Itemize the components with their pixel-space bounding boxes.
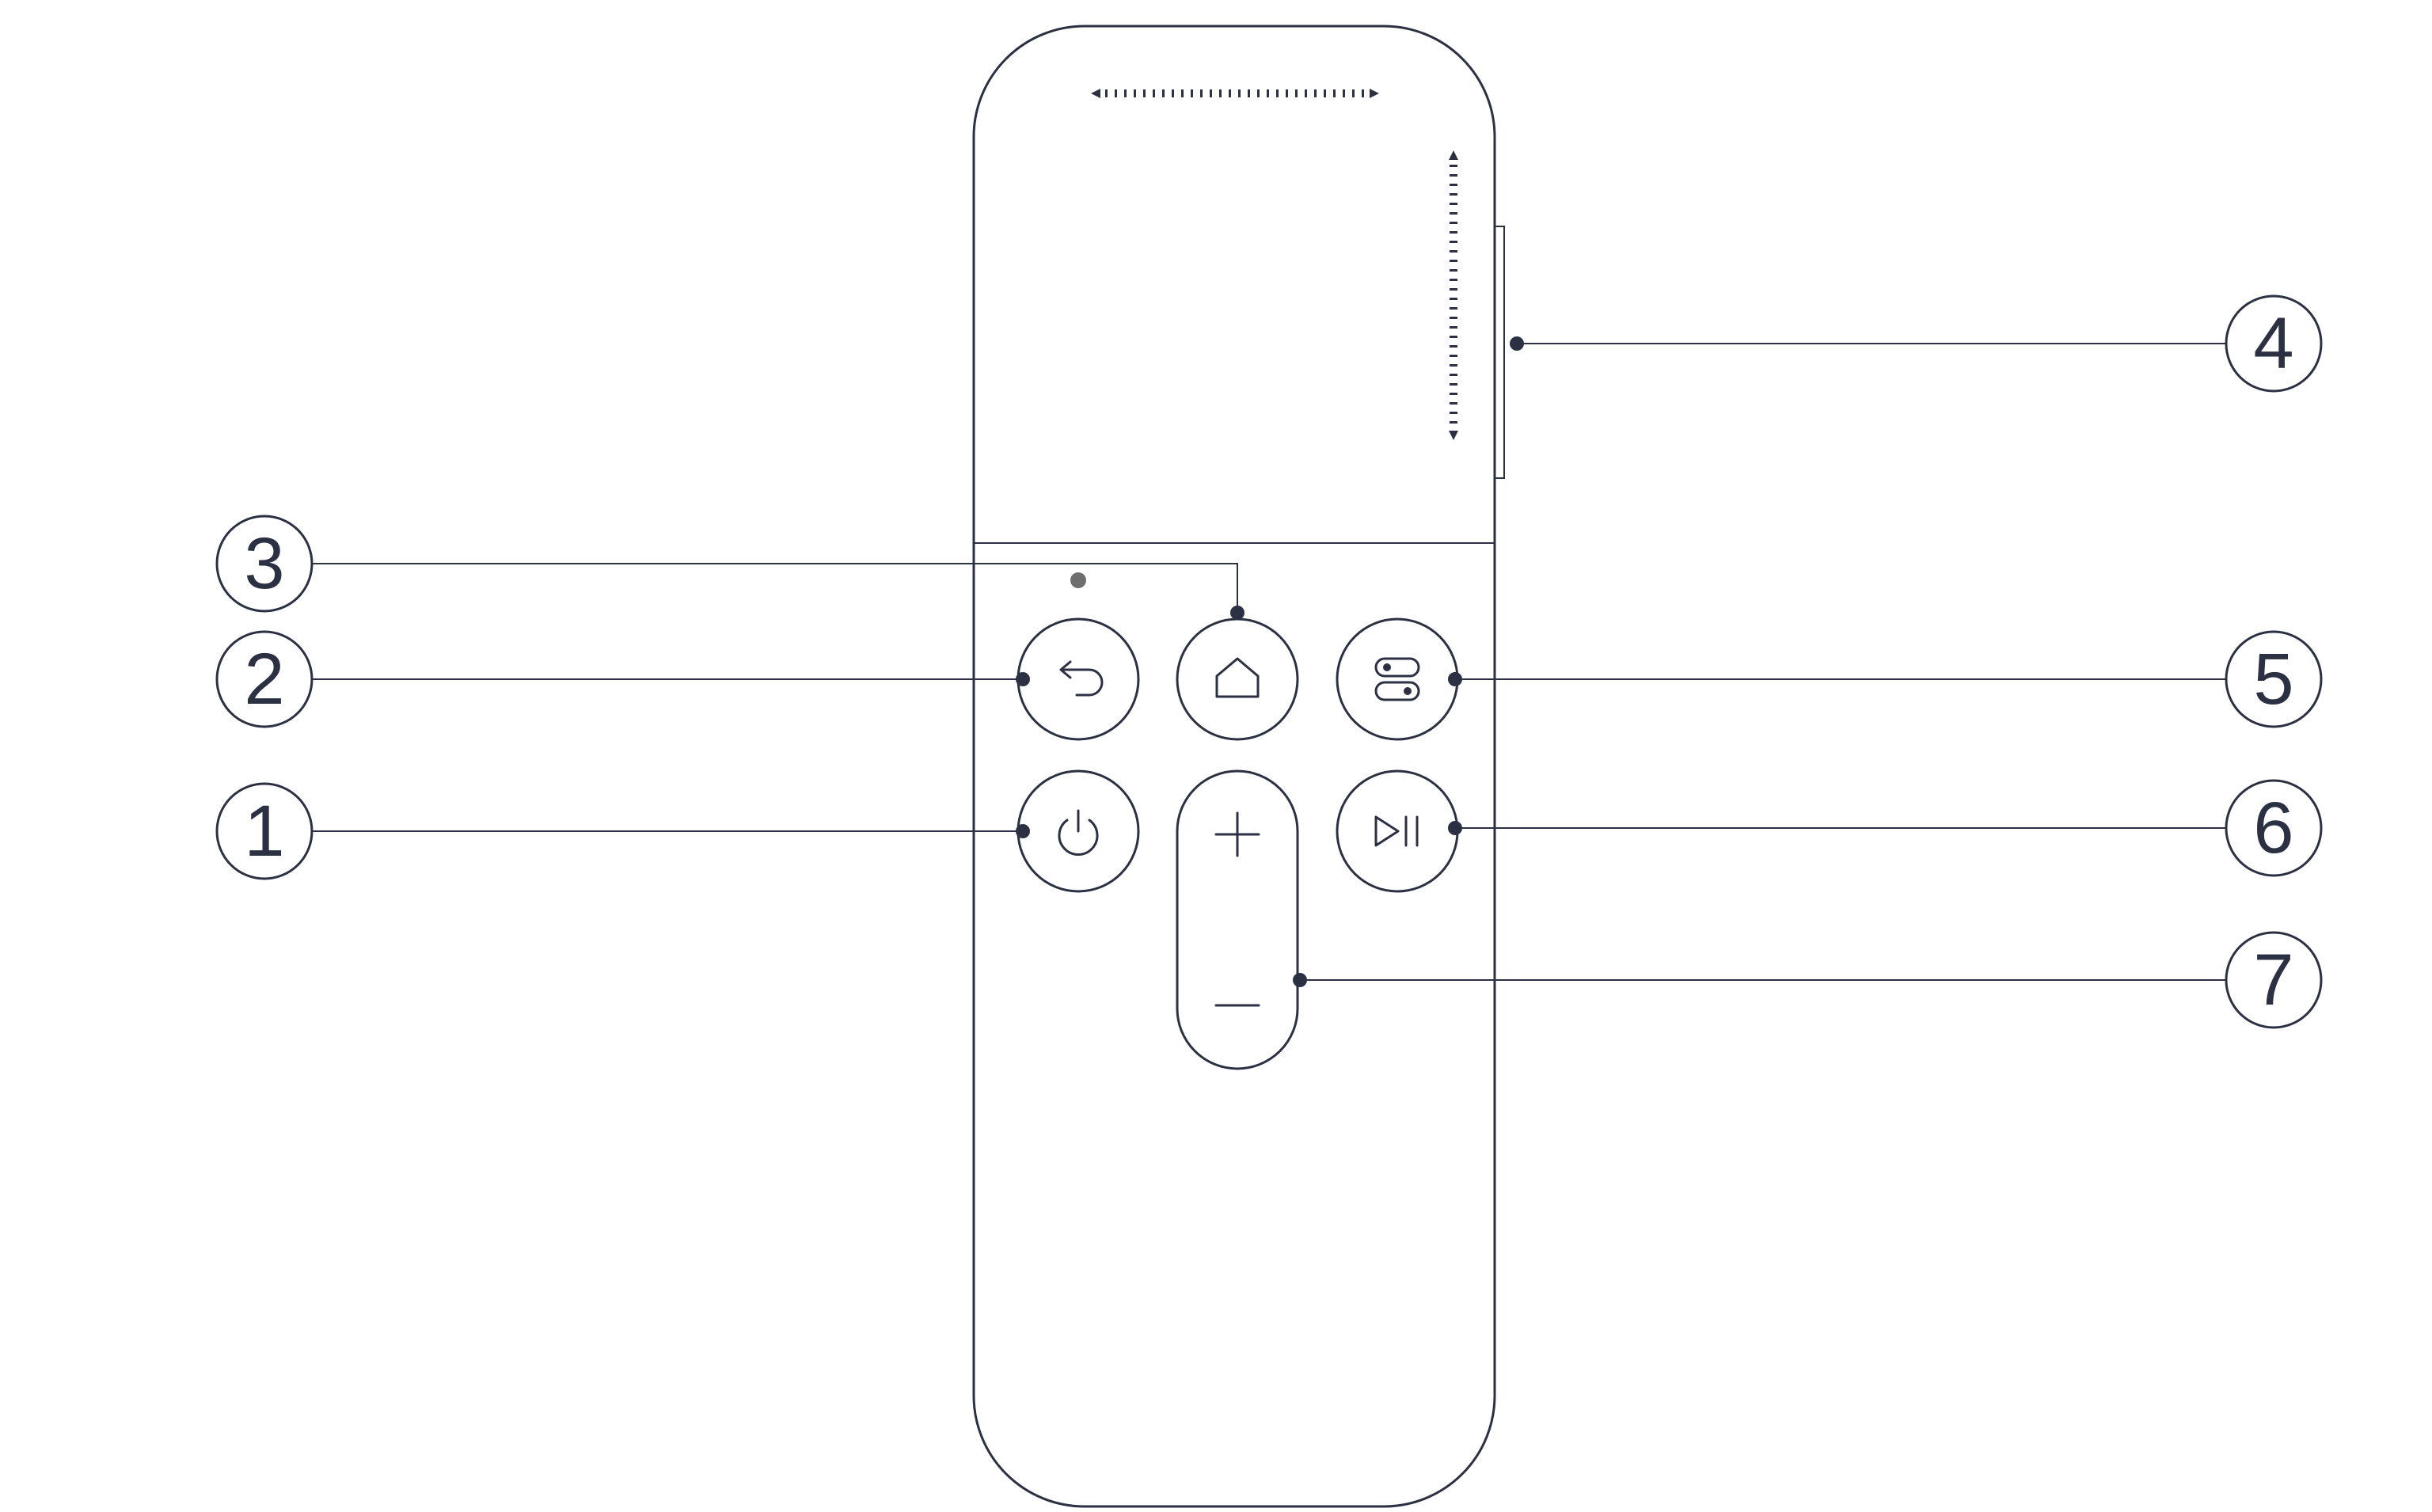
touchpad-area[interactable] <box>1091 89 1458 440</box>
callout-label-3: 3 <box>244 523 284 604</box>
leader-line-3 <box>312 563 1238 613</box>
leader-dot-4 <box>1510 336 1524 351</box>
callout-7: 7 <box>2225 931 2323 1029</box>
leader-dot-6 <box>1448 821 1462 835</box>
leader-dot-3 <box>1230 606 1244 620</box>
horizontal-swipe-indicator <box>1091 89 1379 98</box>
callout-1: 1 <box>215 782 314 880</box>
leader-lines <box>312 336 2226 987</box>
callout-label-1: 1 <box>244 791 284 872</box>
play-pause-button[interactable] <box>1336 769 1459 893</box>
leader-dot-2 <box>1016 672 1030 686</box>
volume-rocker[interactable] <box>1176 769 1299 1070</box>
callout-label-5: 5 <box>2253 639 2293 720</box>
indicator-light <box>1070 572 1086 588</box>
callout-4: 4 <box>2225 294 2323 393</box>
callout-5: 5 <box>2225 630 2323 728</box>
play-pause-icon <box>1374 815 1419 847</box>
vertical-swipe-indicator <box>1449 150 1458 440</box>
callout-label-7: 7 <box>2253 940 2293 1020</box>
callout-2: 2 <box>215 630 314 728</box>
back-arrow-icon <box>1059 660 1104 697</box>
leader-dot-5 <box>1448 672 1462 686</box>
settings-button[interactable] <box>1336 617 1459 741</box>
back-button[interactable] <box>1016 617 1140 741</box>
home-icon <box>1215 657 1260 698</box>
callout-6: 6 <box>2225 779 2323 877</box>
leader-dot-1 <box>1016 824 1030 838</box>
side-button[interactable] <box>1494 226 1505 479</box>
toggle-settings-icon <box>1374 657 1420 701</box>
home-button[interactable] <box>1176 617 1299 741</box>
leader-dot-7 <box>1293 973 1307 987</box>
callout-label-4: 4 <box>2253 303 2293 384</box>
callout-label-2: 2 <box>244 639 284 720</box>
power-icon <box>1058 809 1099 856</box>
power-button[interactable] <box>1016 769 1140 893</box>
callout-3: 3 <box>215 515 314 613</box>
remote-body <box>972 25 1496 1508</box>
plus-icon[interactable] <box>1214 811 1260 857</box>
callout-label-6: 6 <box>2253 788 2293 868</box>
